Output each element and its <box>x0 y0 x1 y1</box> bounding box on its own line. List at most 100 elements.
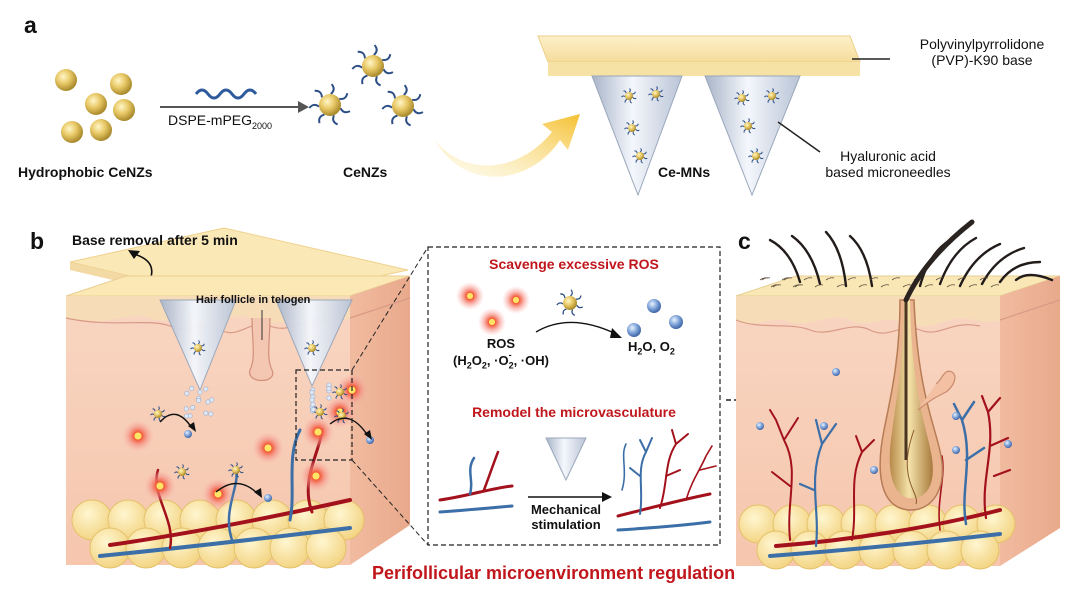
reaction-arrows-b <box>159 413 369 495</box>
surface-hair-stub <box>869 277 879 281</box>
product-particles <box>627 299 683 337</box>
product-bead <box>832 368 840 376</box>
nanoparticle <box>738 94 746 102</box>
product-bead <box>184 430 192 438</box>
microneedle <box>591 75 683 197</box>
pegylated-nanoparticle <box>632 148 648 164</box>
dissolving-matrix-dot <box>326 395 332 401</box>
nanoparticle <box>392 95 414 117</box>
anagen-hair-follicle <box>879 299 956 511</box>
nanoparticle <box>319 94 341 116</box>
product-bead <box>1004 440 1012 448</box>
product-bead <box>669 315 683 329</box>
product-bead <box>627 323 641 337</box>
vessels-before <box>438 450 514 514</box>
ros-particle <box>202 478 234 510</box>
pvp-base-label: Polyvinylpyrrolidone(PVP)-K90 base <box>919 36 1045 69</box>
cenz-catalyst-icon <box>556 289 583 316</box>
product-bead <box>647 299 661 313</box>
surface-hair-stub <box>794 284 804 288</box>
ros-particles <box>456 282 530 336</box>
hair-shafts <box>759 230 1054 288</box>
nanoparticle <box>232 466 240 474</box>
pegylated-nanoparticle <box>740 118 756 134</box>
cenz-in-skin-b <box>150 340 374 502</box>
fat-cell <box>305 527 347 569</box>
surface-hair-stub <box>979 277 989 281</box>
hair-icon <box>1014 273 1054 282</box>
pegylated-nanoparticle <box>174 464 190 480</box>
mechanical-needle-icon <box>545 437 587 482</box>
base-removal-label: Base removal after 5 min <box>72 232 238 248</box>
pegylated-cenz-particles <box>308 44 424 127</box>
nanoparticle <box>744 122 752 130</box>
nanoparticle <box>113 99 135 121</box>
microneedle-patch <box>537 35 890 197</box>
hair-icon <box>938 236 978 286</box>
remodel-title: Remodel the microvasculature <box>472 404 676 420</box>
ros-label: ROS <box>486 336 516 351</box>
peg-chain-icon <box>194 88 258 100</box>
pegylated-nanoparticle <box>308 83 351 126</box>
surface-hair-stub <box>924 284 934 288</box>
nanoparticle <box>336 388 344 396</box>
cenzs-label: CeNZs <box>343 164 388 180</box>
fat-cell <box>960 530 1000 570</box>
nanoparticle <box>316 408 324 416</box>
fat-cell <box>197 527 239 569</box>
dissolving-matrix-dot <box>209 397 215 403</box>
nanoparticle <box>628 124 636 132</box>
product-bead <box>366 436 374 444</box>
dissolving-matrix-dot <box>203 386 209 392</box>
vessels-after <box>616 429 717 532</box>
dissolving-matrix-dot <box>208 411 214 417</box>
nanoparticle <box>636 152 644 160</box>
surface-hair-stub <box>772 284 782 288</box>
hydrophobic-cenzs-label: Hydrophobic CeNZs <box>18 164 153 180</box>
hair-icon <box>998 260 1042 284</box>
dissolving-matrix-dot <box>190 405 196 411</box>
hydrophobic-cenz-particles <box>55 69 135 143</box>
pegylated-nanoparticle <box>748 148 764 164</box>
hair-icon <box>848 234 874 288</box>
ros-particle <box>252 432 284 464</box>
synthesis-arrow <box>160 101 309 113</box>
surface-hair-stub <box>902 284 912 288</box>
ros-particle <box>302 416 334 448</box>
pegylated-nanoparticle <box>351 44 394 87</box>
pegylated-nanoparticle <box>190 340 206 356</box>
nanoparticle <box>308 344 316 352</box>
pegylated-nanoparticle <box>734 90 750 106</box>
pegylated-nanoparticle <box>381 84 424 127</box>
microvessels-c <box>768 394 1012 558</box>
dissolving-matrix-dot <box>183 406 189 412</box>
surface-hair-stub <box>783 277 793 281</box>
dissolving-matrix-dot <box>189 386 195 392</box>
panel-label-b: b <box>30 228 45 254</box>
curved-arrow-icon <box>435 114 580 177</box>
scavenge-ros-title: Scavenge excessive ROS <box>489 256 659 272</box>
ros-particle <box>456 282 484 310</box>
dissolving-matrix-dot <box>184 413 190 419</box>
surface-hair-stub <box>990 284 1000 288</box>
dissolving-matrix-dot <box>197 389 203 395</box>
nanoparticle <box>85 93 107 115</box>
fat-cell <box>233 527 275 569</box>
product-bead <box>952 412 960 420</box>
ros-particle <box>502 286 530 314</box>
nanoparticle <box>90 119 112 141</box>
panel-label-a: a <box>24 12 37 38</box>
nanoparticle <box>768 92 776 100</box>
hair-icon <box>768 238 802 284</box>
pegylated-nanoparticle <box>621 88 637 104</box>
hair-follicle-label: Hair follicle in telogen <box>196 294 311 306</box>
product-bead <box>820 422 828 430</box>
microneedle <box>704 75 801 197</box>
surface-hair-stub <box>814 284 824 288</box>
surface-hair-stub <box>825 277 835 281</box>
dissolving-matrix-dot <box>309 390 315 396</box>
surface-hair-stub <box>935 277 945 281</box>
